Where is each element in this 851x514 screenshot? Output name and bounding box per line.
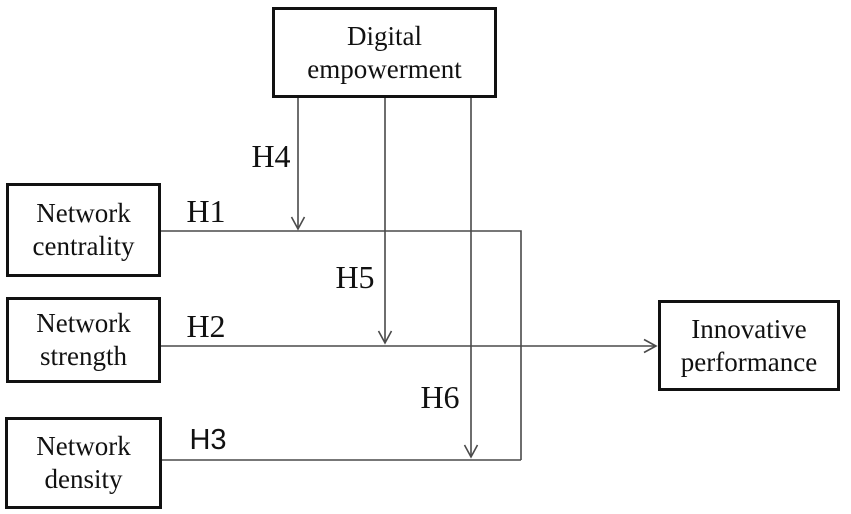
box-innovative-performance-label: Innovative performance <box>680 313 818 377</box>
box-network-centrality: Network centrality <box>6 183 161 277</box>
box-digital-empowerment: Digital empowerment <box>272 7 497 98</box>
box-network-strength-label: Network strength <box>36 308 131 371</box>
h4-arrowhead-icon <box>290 216 306 231</box>
box-network-density: Network density <box>5 417 162 509</box>
box-network-strength: Network strength <box>6 297 161 383</box>
box-digital-empowerment-label: Digital empowerment <box>307 20 462 84</box>
h6-arrowhead-icon <box>463 444 479 459</box>
h1-path-line <box>160 230 522 460</box>
hypothesis-label-h4: H4 <box>251 138 291 174</box>
hypothesis-label-h1: H1 <box>186 193 226 229</box>
h5-arrowhead-icon <box>377 330 393 345</box>
box-network-centrality-label: Network centrality <box>32 198 135 261</box>
box-innovative-performance: Innovative performance <box>658 300 840 391</box>
h2-arrowhead-icon <box>643 338 658 354</box>
hypothesis-label-h3: H3 <box>189 424 227 456</box>
hypothesis-label-h6: H6 <box>420 379 460 415</box>
hypothesis-label-h2: H2 <box>186 308 226 344</box>
box-network-density-label: Network density <box>36 431 131 494</box>
hypothesis-label-h5: H5 <box>335 259 375 295</box>
